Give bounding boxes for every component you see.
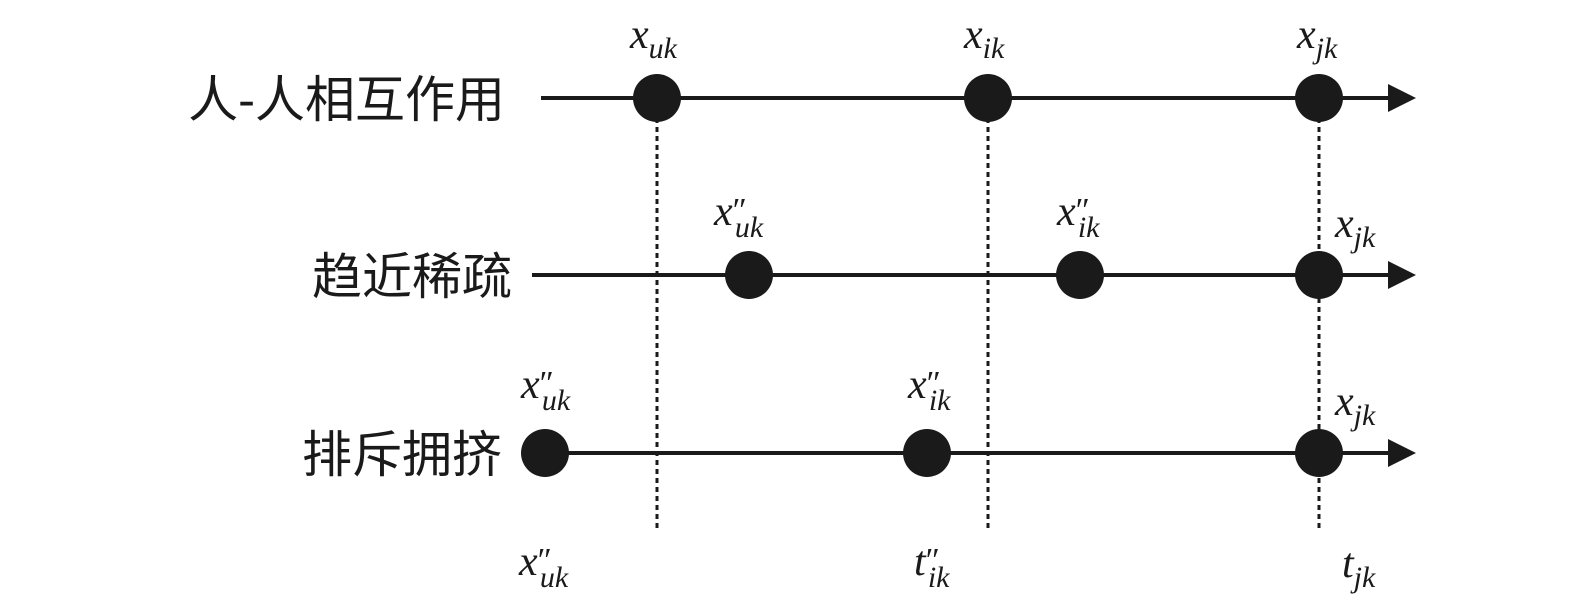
row-label-interaction: 人-人相互作用 [188,71,505,129]
arrow-head-repel-crowded [1388,439,1416,467]
bottom-label-t-jk: tjk [1342,541,1376,594]
label-x2-uk-approach: x″uk [713,189,764,244]
point-x-jk-repel [1295,429,1343,477]
point-x2-ik-repel [903,429,951,477]
arrow-head-interaction [1388,84,1416,112]
label-x-ik: xik [963,12,1005,65]
label-x2-ik-approach: x″ik [1056,189,1100,244]
label-x-uk: xuk [629,12,678,65]
label-x-jk-repel: xjk [1334,379,1376,432]
point-x-ik [964,74,1012,122]
point-x2-ik-approach [1056,251,1104,299]
row-label-repel-crowded: 排斥拥挤 [302,426,502,484]
point-x2-uk-repel [521,429,569,477]
bottom-label-x2-uk: x″uk [518,539,569,594]
arrow-head-approach-sparse [1388,261,1416,289]
label-x-jk-approach: xjk [1334,201,1376,254]
row-label-approach-sparse: 趋近稀疏 [312,248,512,306]
label-x2-uk-repel: x″uk [520,362,571,417]
point-x-uk [633,74,681,122]
bottom-label-t2-ik: t″ik [914,539,950,594]
point-x2-uk-approach [725,251,773,299]
point-x-jk-approach [1295,251,1343,299]
label-x-jk: xjk [1296,12,1338,65]
label-x2-ik-repel: x″ik [907,362,951,417]
point-x-jk [1295,74,1343,122]
